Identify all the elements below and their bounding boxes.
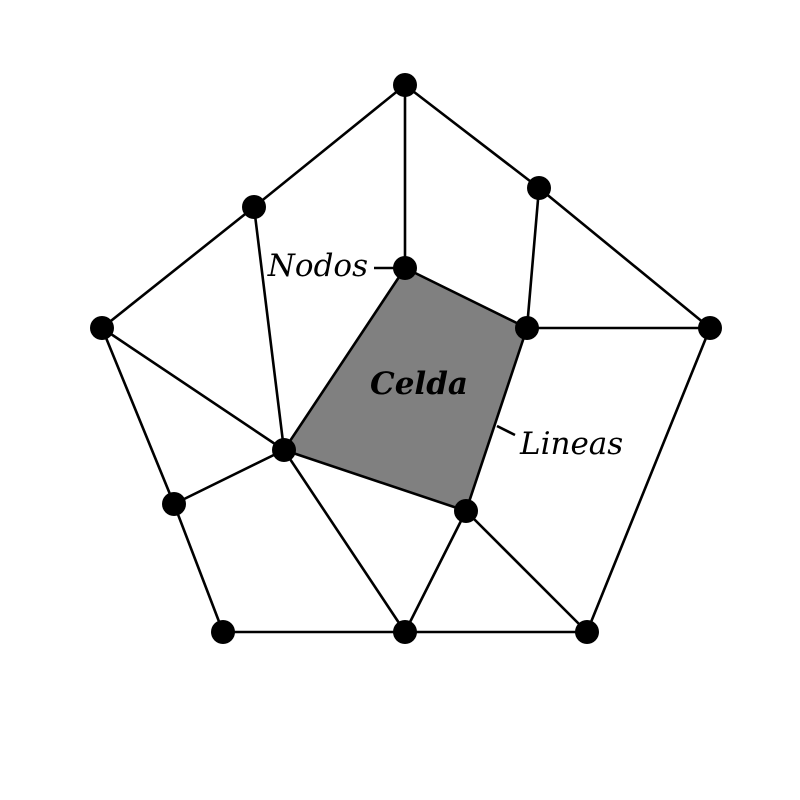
- mesh-edge: [252, 205, 286, 452]
- mesh-edge: [252, 83, 407, 209]
- mesh-edges: [100, 83, 712, 634]
- lines-leader-line: [496, 424, 516, 437]
- mesh-node: [162, 492, 186, 516]
- mesh-edge: [537, 186, 712, 330]
- mesh-edge: [403, 509, 468, 634]
- mesh-edge: [100, 326, 176, 506]
- mesh-edge: [585, 326, 712, 634]
- mesh-node: [393, 73, 417, 97]
- cell-label: Celda: [370, 366, 468, 402]
- mesh-edge: [172, 502, 225, 634]
- mesh-node: [242, 195, 266, 219]
- mesh-edge: [100, 205, 256, 330]
- mesh-node: [575, 620, 599, 644]
- mesh-edge: [282, 448, 407, 634]
- mesh-nodes: [90, 73, 722, 644]
- lines-label: Lineas: [519, 426, 623, 462]
- mesh-node: [211, 620, 235, 644]
- mesh-node: [515, 316, 539, 340]
- mesh-edge: [172, 448, 286, 506]
- mesh-node: [393, 256, 417, 280]
- mesh-node: [272, 438, 296, 462]
- mesh-node: [527, 176, 551, 200]
- mesh-edge: [464, 509, 589, 634]
- nodes-label: Nodos: [267, 248, 368, 284]
- mesh-edge: [100, 326, 286, 452]
- mesh-node: [454, 499, 478, 523]
- mesh-node: [90, 316, 114, 340]
- mesh-edge: [403, 83, 541, 190]
- mesh-node: [698, 316, 722, 340]
- mesh-edge: [525, 186, 541, 330]
- mesh-node: [393, 620, 417, 644]
